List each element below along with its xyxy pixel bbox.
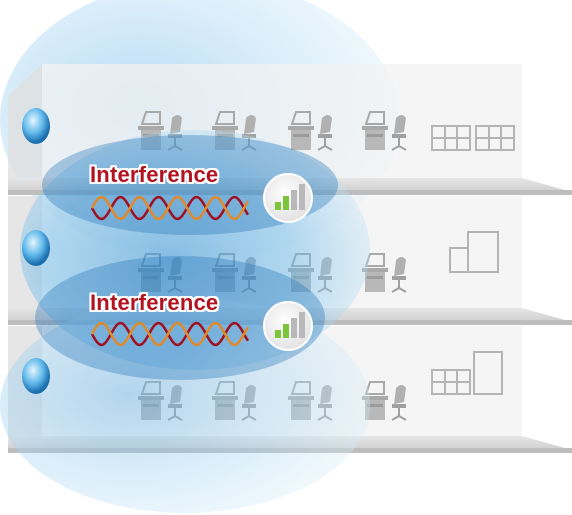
coverage-area-bottom bbox=[0, 297, 370, 513]
signal-strength-icon bbox=[263, 301, 313, 351]
signal-strength-icon bbox=[263, 173, 313, 223]
interference-label-upper: Interference bbox=[90, 162, 219, 187]
interference-zone-upper bbox=[42, 135, 338, 235]
access-point-icon bbox=[22, 230, 50, 266]
access-point-icon bbox=[22, 108, 50, 144]
interference-zone-lower bbox=[35, 256, 325, 380]
interference-label-lower: Interference bbox=[90, 290, 219, 315]
access-point-icon bbox=[22, 358, 50, 394]
office-furniture-floor-1 bbox=[137, 351, 503, 421]
interference-wave-lower bbox=[90, 321, 250, 347]
filing-cabinet-icon bbox=[449, 247, 469, 273]
interference-wave-upper bbox=[90, 195, 250, 221]
office-furniture-floor-2 bbox=[137, 231, 499, 293]
